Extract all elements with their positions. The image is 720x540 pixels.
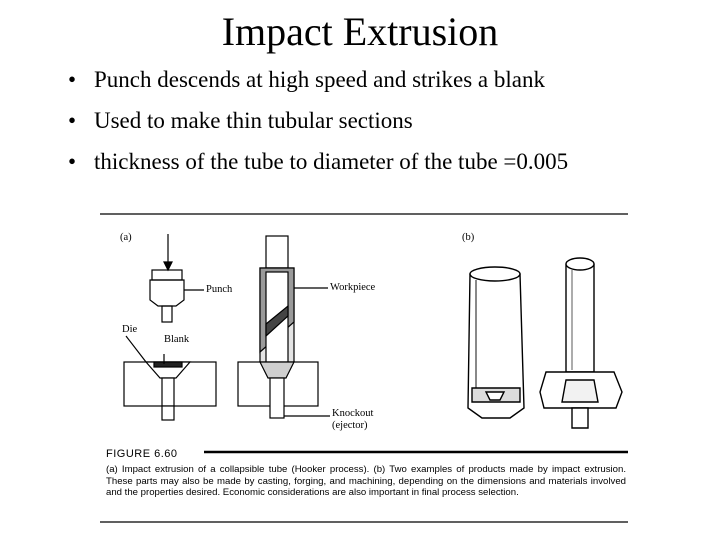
extruded-tube-product <box>467 266 525 419</box>
die-right <box>237 361 330 419</box>
bullet-dot: • <box>68 149 77 174</box>
figure-caption: (a) Impact extrusion of a collapsible tu… <box>106 464 626 499</box>
punch-before-strike <box>149 234 204 323</box>
bullet-list: • Punch descends at high speed and strike… <box>62 66 682 189</box>
figure-number: FIGURE 6.60 <box>106 448 178 460</box>
extrusion-figure: (a) (b) Punch Workpiece Die Blank Knocko… <box>100 212 630 528</box>
die-label: Die <box>122 324 138 335</box>
bullet-text: Punch descends at high speed and strikes… <box>94 67 545 92</box>
workpiece-label: Workpiece <box>330 282 376 293</box>
panel-a-label: (a) <box>120 232 132 243</box>
slide-title: Impact Extrusion <box>221 9 499 54</box>
bullet-item: • Punch descends at high speed and strike… <box>62 66 682 93</box>
bullet-item: • Used to make thin tubular sections <box>62 107 682 134</box>
bullet-dot: • <box>68 108 77 133</box>
bullet-dot: • <box>68 67 77 92</box>
bullet-item: • thickness of the tube to diameter of th… <box>62 148 682 175</box>
bullet-text: thickness of the tube to diameter of the… <box>94 149 569 174</box>
knockout-label: Knockout <box>332 408 374 419</box>
extrusion-diagram <box>100 213 628 523</box>
panel-b-label: (b) <box>462 232 475 243</box>
bullet-text: Used to make thin tubular sections <box>94 108 413 133</box>
blank-label: Blank <box>164 334 190 345</box>
extruded-shaft-product <box>539 257 623 429</box>
ejector-label: (ejector) <box>332 420 368 431</box>
die-left <box>123 335 217 421</box>
punch-label: Punch <box>206 284 233 295</box>
